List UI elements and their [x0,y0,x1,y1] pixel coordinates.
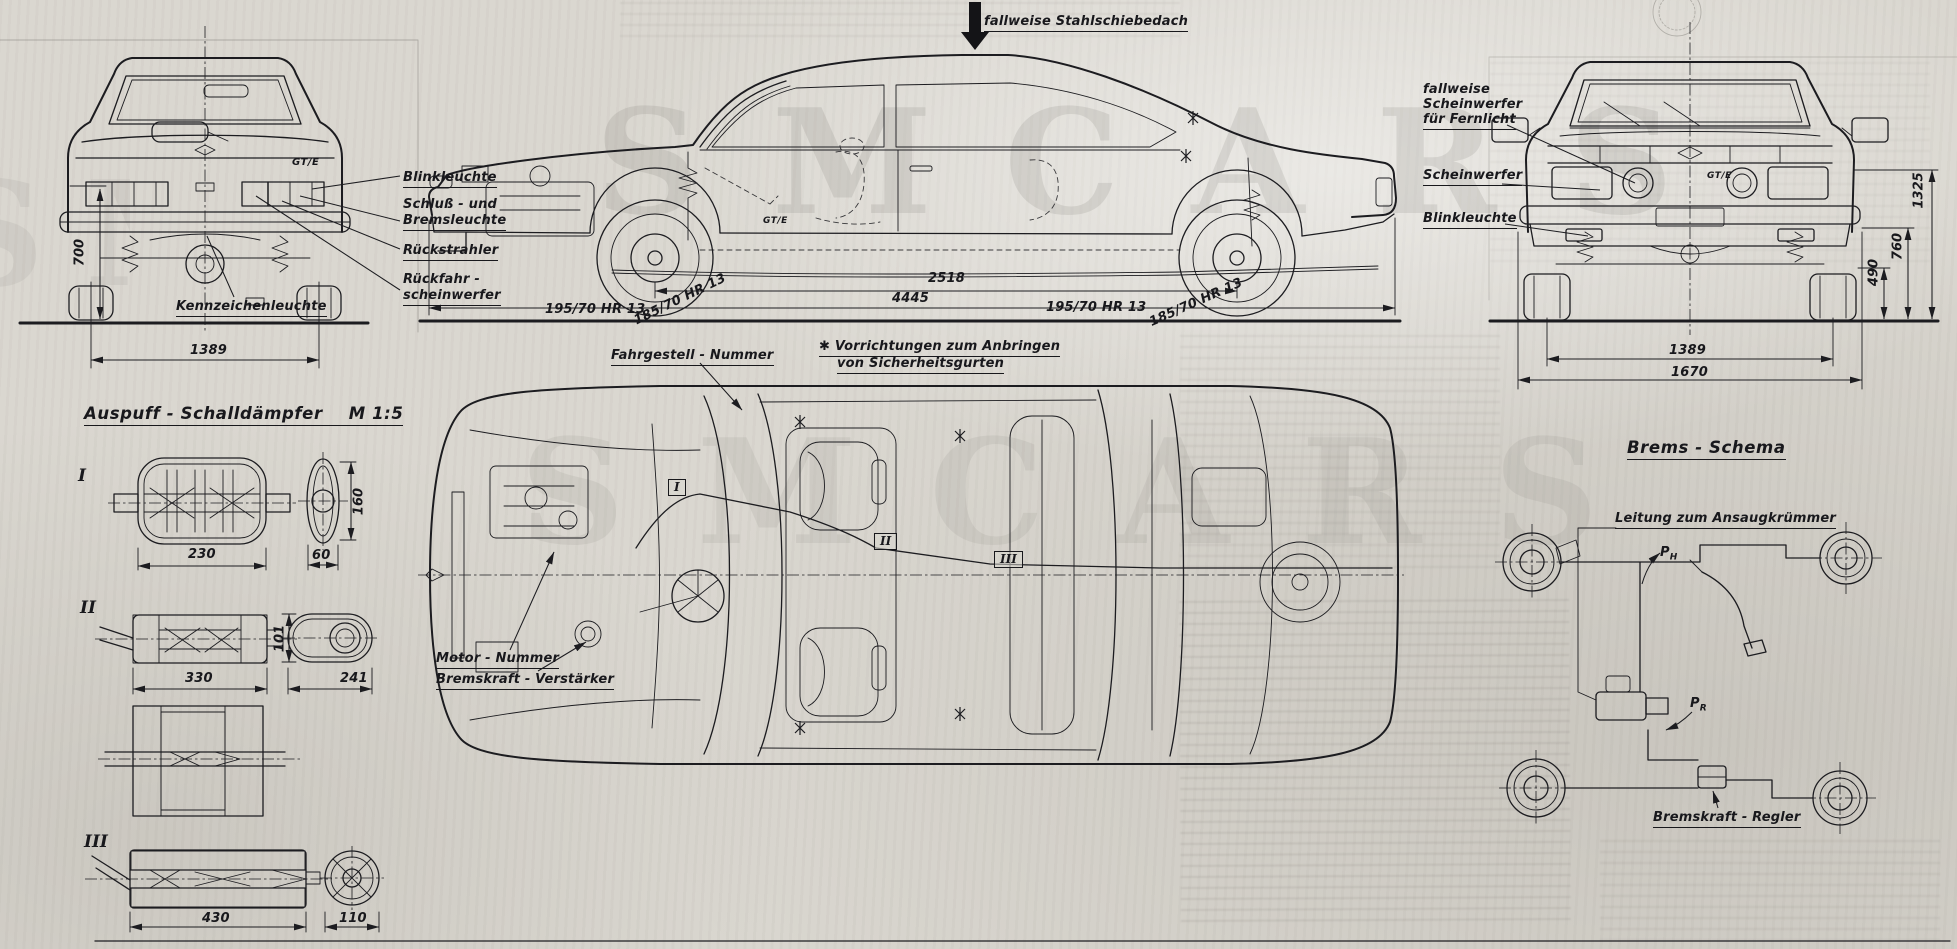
pressure-rear-sub: R [1699,703,1707,714]
frame-lines [0,39,1957,333]
label-sicherheitsgurte-line2: von Sicherheitsgurten [837,356,1005,374]
exhaust-numeral-2: II [80,598,96,618]
label-rear-rueckfahr-line1: Rückfahr - [403,272,480,287]
dim-exhaust3-diameter: 110 [339,911,367,926]
label-leitung-ansaugkruemmer: Leitung zum Ansaugkrümmer [1615,511,1837,529]
dim-front-low: 490 [1866,258,1882,287]
label-bremskraft-verstaerker: Bremskraft - Verstärker [436,672,615,690]
dim-exhaust2-length: 330 [185,671,213,686]
dim-front-mid: 760 [1890,232,1906,261]
top-view-drawing [418,362,1404,765]
label-front-scheinwerfer: Scheinwerfer [1423,168,1523,186]
label-fahrgestell-nummer: Fahrgestell - Nummer [611,348,774,366]
ground-lines [18,319,1951,942]
dim-exhaust3-length: 430 [202,911,230,926]
dim-exhaust2-width: 241 [340,671,368,686]
dim-front-height: 1325 [1911,172,1927,209]
dim-length: 4445 [892,291,929,306]
top-view-marker-1: I [668,479,686,496]
label-sicherheitsgurte-text1: Vorrichtungen zum Anbringen [834,339,1061,354]
pressure-front-base: P [1660,545,1670,560]
exhaust-numeral-3: III [84,832,108,852]
badge-gte-rear: GT/E [292,157,320,168]
badge-gte-side: GT/E [763,216,788,226]
brake-schema-title: Brems - Schema [1627,438,1786,460]
label-pressure-rear: PR [1690,696,1707,714]
dim-wheelbase: 2518 [928,271,965,286]
rear-view-drawing [59,26,401,369]
label-rear-schluss-line1: Schluß - und [403,197,498,212]
label-tire-rear: 195/70 HR 13 [1046,300,1147,315]
label-rear-blinkleuchte: Blinkleuchte [403,170,497,188]
dim-rear-track: 1389 [190,343,227,358]
label-pressure-front: PH [1660,545,1677,563]
label-rear-schluss-line2: Bremsleuchte [403,213,507,231]
side-view-drawing [428,2,1397,317]
label-rear-kennzeichenleuchte: Kennzeichenleuchte [176,299,327,317]
dim-exhaust1-length: 230 [188,547,216,562]
sunroof-arrow-icon [961,2,989,50]
label-front-blinkleuchte: Blinkleuchte [1423,211,1517,229]
front-view-drawing [1491,22,1939,390]
label-tire-front: 195/70 HR 13 [545,302,646,317]
label-front-fernlicht-line2: Scheinwerfer [1423,97,1523,112]
brake-schema-drawing [1495,522,1882,834]
dim-exhaust1-height: 160 [351,487,367,516]
stamp-icon [1652,0,1702,37]
label-bremskraft-regler: Bremskraft - Regler [1653,810,1801,828]
dim-rear-height: 700 [72,238,88,267]
label-rear-rueckstrahler: Rückstrahler [403,243,499,261]
dim-front-track: 1389 [1669,343,1706,358]
top-view-marker-2: II [874,533,898,550]
label-front-fernlicht-line1: fallweise [1423,82,1490,97]
exhaust-drawings [85,452,384,933]
dim-front-width: 1670 [1671,365,1708,380]
label-motor-nummer: Motor - Nummer [436,651,560,669]
pressure-rear-base: P [1690,696,1700,711]
pressure-front-sub: H [1669,552,1678,563]
badge-gte-front: GT/E [1707,171,1732,181]
exhaust-title-text: Auspuff - Schalldämpfer [84,404,323,423]
label-rear-rueckfahr-line2: scheinwerfer [403,288,501,306]
top-view-marker-3: III [994,551,1023,568]
dim-exhaust2-height: 101 [272,624,288,653]
dim-exhaust1-width: 60 [312,548,331,563]
exhaust-title: Auspuff - Schalldämpfer M 1:5 [84,404,404,426]
anchor-symbol-icon: ✱ [819,339,831,354]
label-sunroof: fallweise Stahlschiebedach [984,14,1189,32]
exhaust-scale-text: M 1:5 [348,404,404,423]
label-sicherheitsgurte-line1: ✱ Vorrichtungen zum Anbringen [819,339,1061,357]
label-front-fernlicht-line3: für Fernlicht [1423,112,1516,130]
exhaust-numeral-1: I [78,466,86,486]
